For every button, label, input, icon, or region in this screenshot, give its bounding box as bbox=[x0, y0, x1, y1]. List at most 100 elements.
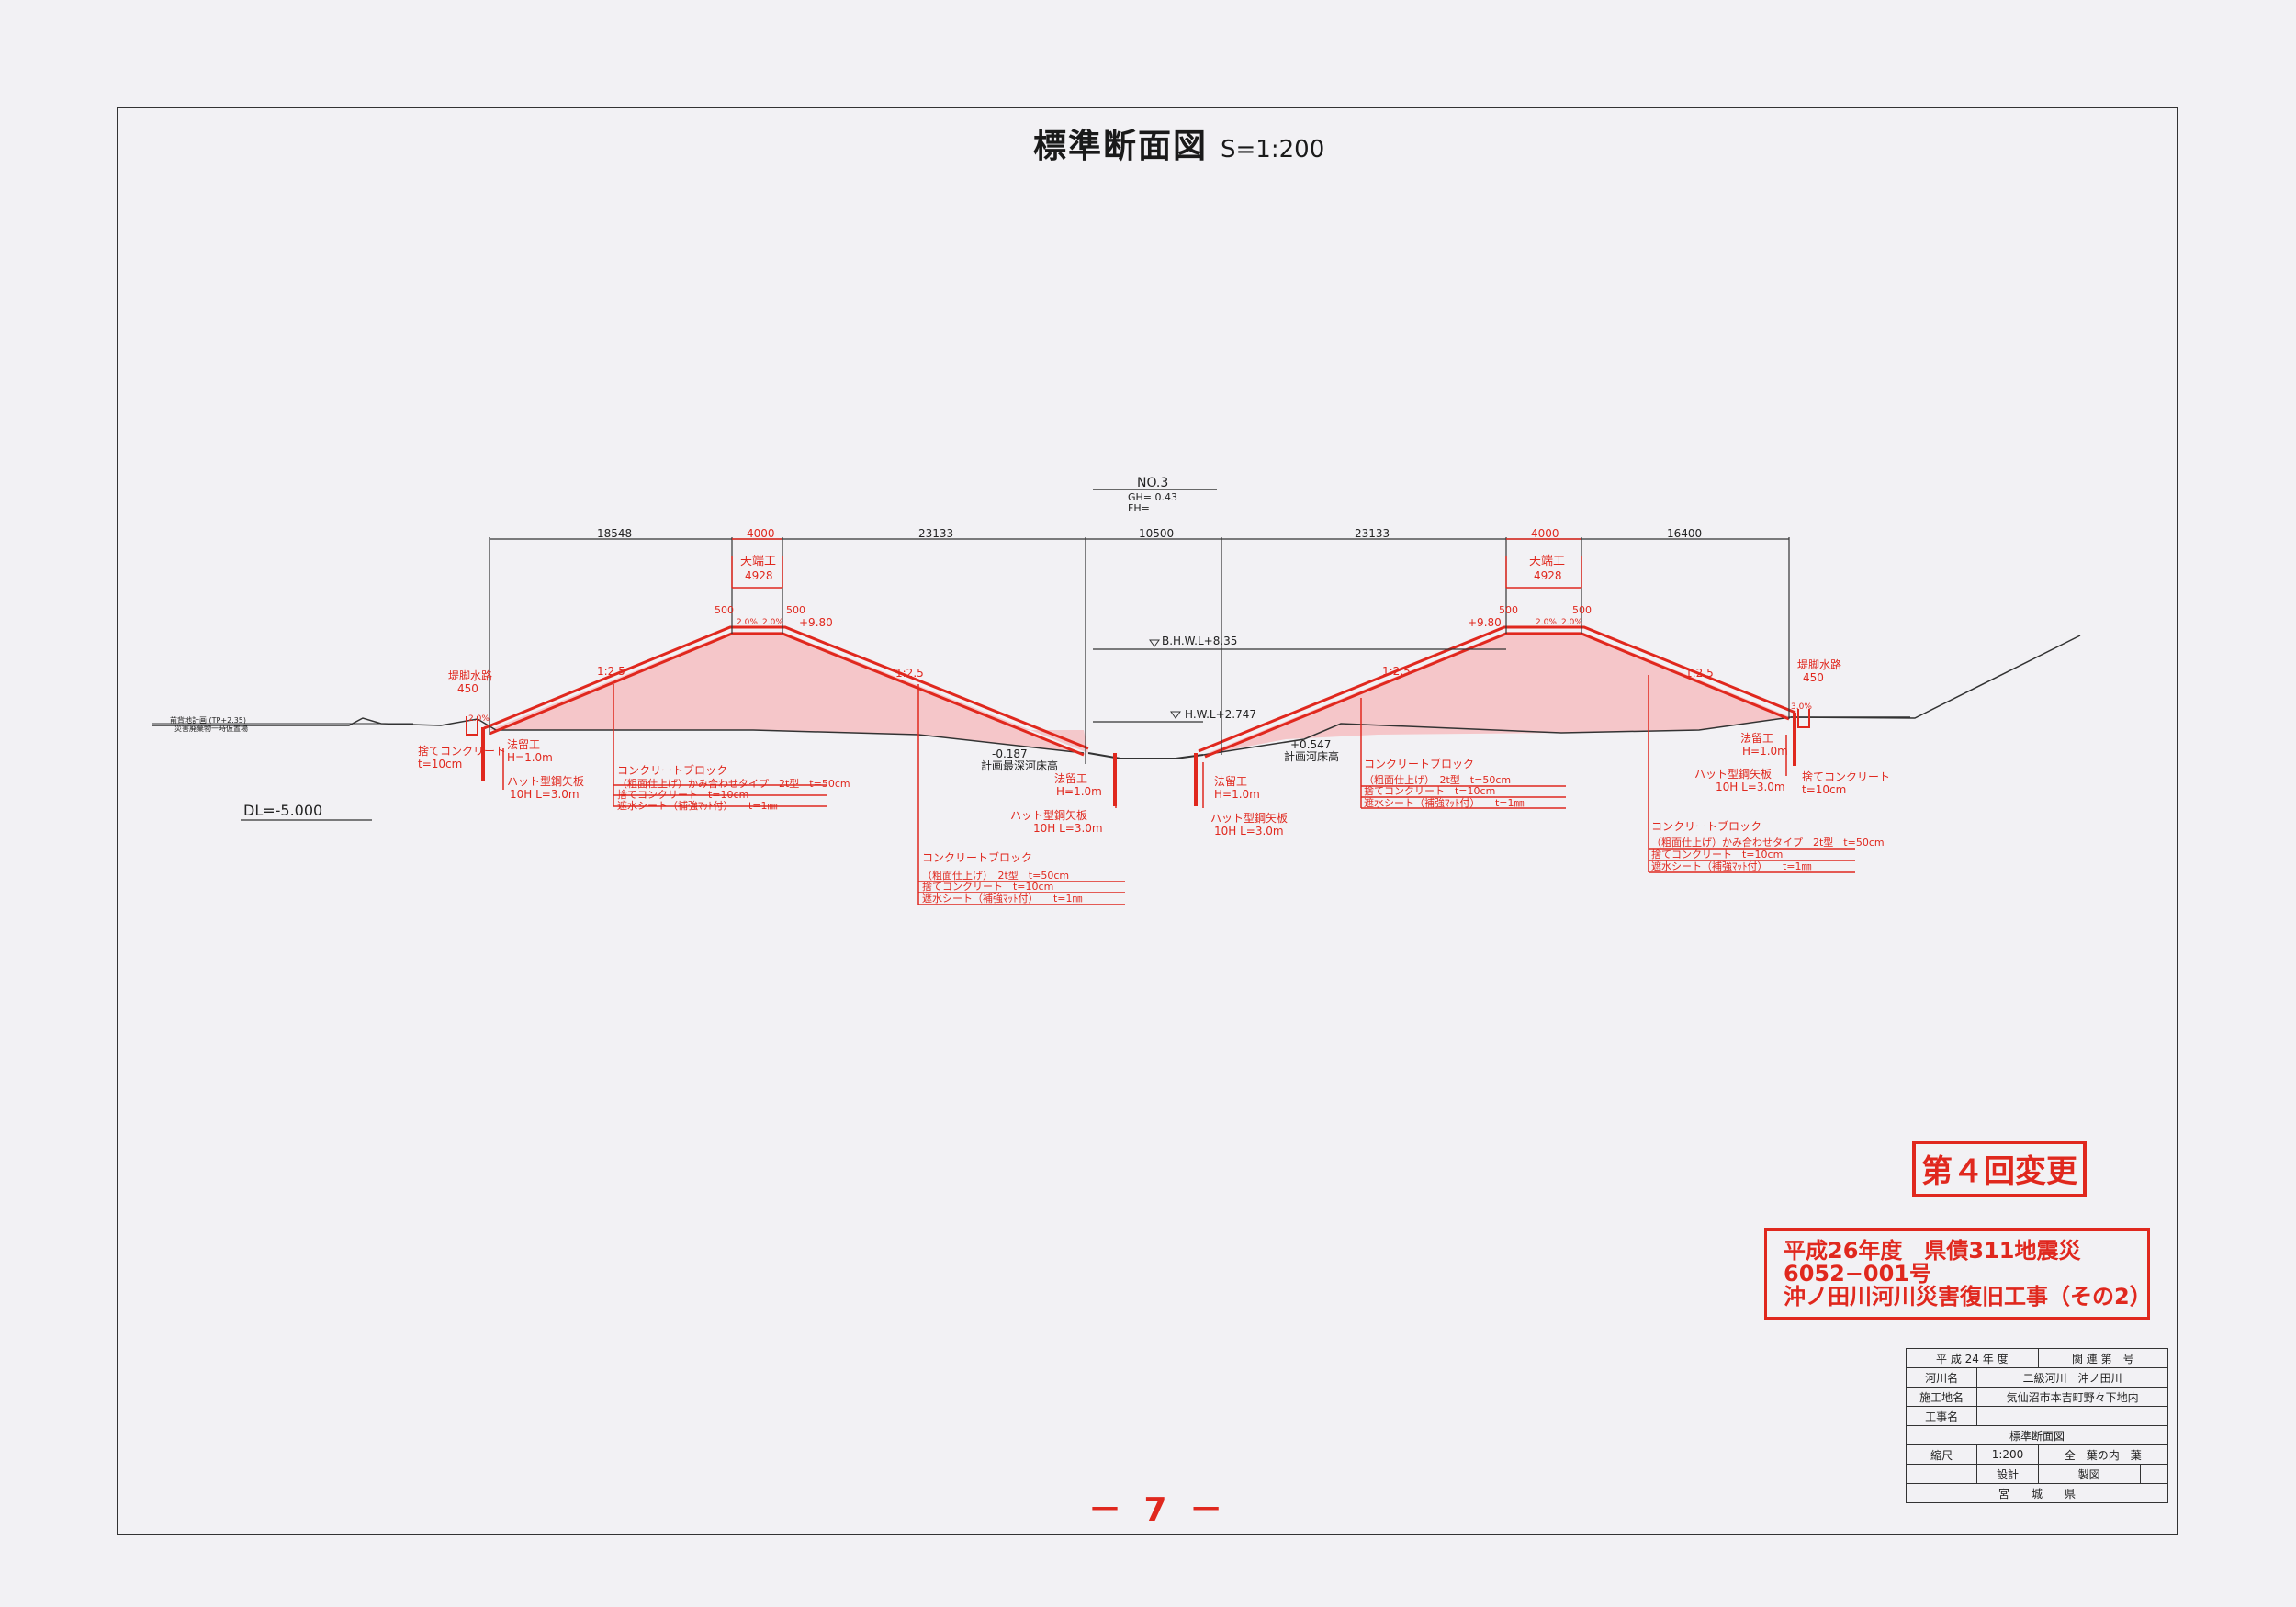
existing-ground-left bbox=[152, 717, 1085, 754]
drawing-frame bbox=[117, 107, 2178, 1535]
gh-label: GH= 0.43 bbox=[1128, 491, 1177, 503]
left-sheet-label: ハット型鋼矢板 bbox=[507, 775, 584, 788]
right-crest-side-b: 500 bbox=[1572, 604, 1592, 616]
left-inner-sheet: ハット型鋼矢板 bbox=[1010, 809, 1087, 822]
right-crest-grade-a: 2.0% bbox=[1536, 618, 1557, 627]
tb-prefecture: 宮 城 県 bbox=[1906, 1483, 2168, 1503]
dim-5: 23133 bbox=[1355, 527, 1390, 540]
scale-text: S=1:200 bbox=[1221, 136, 1325, 163]
left-crest-width: 4928 bbox=[745, 569, 773, 582]
tb-work-label: 工事名 bbox=[1905, 1406, 1978, 1426]
center-block-l1: コンクリートブロック bbox=[922, 850, 1032, 864]
left-crest-side-a: 500 bbox=[715, 604, 734, 616]
right-outer-sheet-pile bbox=[1793, 713, 1796, 766]
left-drain-label: 堤脚水路 bbox=[448, 669, 492, 682]
left-block-l1: コンクリートブロック bbox=[617, 763, 727, 777]
right-crest-label: 天端工 bbox=[1529, 555, 1565, 568]
center-block-l4: 遮水シート（補強ﾏｯﾄ付） t=1㎜ bbox=[922, 892, 1083, 905]
revision-stamp: 第４回変更 bbox=[1912, 1141, 2087, 1197]
channel-bed bbox=[1087, 752, 1204, 759]
dim-3: 23133 bbox=[918, 527, 953, 540]
right-outer-sute: 捨てコンクリート bbox=[1802, 770, 1890, 783]
right-drain-size: 450 bbox=[1803, 671, 1824, 684]
right-drain bbox=[1797, 709, 1810, 728]
right-crest-width: 4928 bbox=[1534, 569, 1562, 582]
title-text: 標準断面図 bbox=[1033, 128, 1209, 165]
center-block-l2: （粗面仕上げ） 2t型 t=50cm bbox=[922, 869, 1069, 882]
right-crest-side-a: 500 bbox=[1499, 604, 1518, 616]
dim-4: 10500 bbox=[1139, 527, 1174, 540]
right-inner-sheet-spec: 10H L=3.0m bbox=[1214, 825, 1284, 837]
project-line-3: 沖ノ田川河川災害復旧工事（その2） bbox=[1784, 1284, 2152, 1309]
right-levee-armor bbox=[1198, 625, 1796, 759]
dim-1: 18548 bbox=[597, 527, 632, 540]
page-number: － 7 － bbox=[1088, 1491, 1229, 1529]
tb-site-value: 気仙沼市本吉町野々下地内 bbox=[1976, 1387, 2168, 1407]
dim-7: 16400 bbox=[1667, 527, 1702, 540]
left-sute-label: 捨てコンクリート bbox=[418, 744, 506, 758]
right-inner-toe: 法留工 bbox=[1214, 775, 1247, 788]
left-drain bbox=[466, 716, 478, 736]
dim-6: 4000 bbox=[1531, 527, 1559, 540]
tb-river-label: 河川名 bbox=[1905, 1367, 1978, 1388]
bhwl-marker-icon bbox=[1149, 639, 1160, 647]
right-outer-sute-t: t=10cm bbox=[1802, 783, 1846, 796]
left-inner-sheet-spec: 10H L=3.0m bbox=[1033, 822, 1103, 835]
left-drain-grade: 2.0% bbox=[468, 714, 490, 724]
hwl-marker-icon bbox=[1170, 711, 1181, 719]
right-outer-toe: 法留工 bbox=[1740, 732, 1773, 745]
datum-label: DL=-5.000 bbox=[243, 802, 322, 819]
drawing-title: 標準断面図 S=1:200 bbox=[1033, 119, 1324, 167]
tb-drawing-name: 標準断面図 bbox=[1906, 1425, 2168, 1445]
right-block-inner-l3: 捨てコンクリート t=10cm bbox=[1364, 784, 1495, 797]
left-outer-sheet-pile bbox=[481, 727, 485, 781]
left-sute-thickness: t=10cm bbox=[418, 758, 462, 770]
slope-1: 1:2.5 bbox=[597, 665, 625, 678]
tb-scale-label: 縮尺 bbox=[1905, 1444, 1978, 1465]
tb-site-label: 施工地名 bbox=[1905, 1387, 1978, 1407]
bed-label: 計画河床高 bbox=[1284, 749, 1339, 763]
tb-drafting: 製図 bbox=[2037, 1464, 2141, 1484]
left-crest-label: 天端工 bbox=[740, 555, 776, 568]
bed-level: +0.547 bbox=[1290, 738, 1331, 751]
tb-related: 関 連 第 号 bbox=[2037, 1348, 2169, 1368]
project-line-1: 平成26年度 県債311地震災 bbox=[1784, 1238, 2081, 1264]
right-natural-slope bbox=[1790, 635, 2081, 719]
right-block-outer-l4: 遮水シート（補強ﾏｯﾄ付） t=1㎜ bbox=[1651, 860, 1812, 872]
right-block-outer-l1: コンクリートブロック bbox=[1651, 819, 1761, 833]
dim-2: 4000 bbox=[747, 527, 775, 540]
right-levee-body bbox=[1203, 632, 1791, 755]
tb-blank bbox=[1905, 1464, 1978, 1484]
right-outer-toe-h: H=1.0m bbox=[1742, 745, 1788, 758]
tb-work-value bbox=[1976, 1406, 2168, 1426]
right-drain-grade: 3.0% bbox=[1791, 702, 1812, 712]
right-inner-toe-h: H=1.0m bbox=[1214, 788, 1260, 801]
left-block-l2: （粗面仕上げ）かみ合わせタイプ 2t型 t=50cm bbox=[617, 777, 850, 790]
right-block-inner-l2: （粗面仕上げ） 2t型 t=50cm bbox=[1364, 773, 1511, 786]
left-block-l4: 遮水シート（補強ﾏｯﾄ付） t=1㎜ bbox=[617, 799, 778, 812]
station-label: NO.3 bbox=[1137, 476, 1168, 490]
right-drain-label: 堤脚水路 bbox=[1797, 657, 1841, 671]
left-crest-level: +9.80 bbox=[799, 616, 833, 629]
tb-river-value: 二級河川 沖ノ田川 bbox=[1976, 1367, 2168, 1388]
right-outer-sheet-spec: 10H L=3.0m bbox=[1716, 781, 1785, 793]
right-crest-level: +9.80 bbox=[1468, 616, 1502, 629]
left-toe-height: H=1.0m bbox=[507, 751, 553, 764]
tb-year: 平 成 24 年 度 bbox=[1906, 1348, 2039, 1368]
right-inner-sheet-pile bbox=[1194, 753, 1198, 806]
tb-design: 設計 bbox=[1976, 1464, 2039, 1484]
right-block-inner-l1: コンクリートブロック bbox=[1364, 757, 1474, 770]
left-crest-side-b: 500 bbox=[786, 604, 805, 616]
ground-note-1: 前背地計画 (TP+2.35) bbox=[170, 715, 246, 725]
fh-label: FH= bbox=[1128, 502, 1150, 514]
left-inner-toe-h: H=1.0m bbox=[1056, 785, 1102, 798]
left-inner-sheet-pile bbox=[1113, 753, 1117, 806]
tb-blank-2 bbox=[2139, 1464, 2169, 1484]
leader-lines bbox=[502, 675, 1855, 905]
crest-dimension-lines bbox=[731, 538, 1582, 589]
left-block-l3: 捨てコンクリート t=10cm bbox=[617, 788, 748, 801]
left-levee-armor bbox=[483, 625, 1089, 757]
right-block-outer-l2: （粗面仕上げ）かみ合わせタイプ 2t型 t=50cm bbox=[1651, 836, 1885, 848]
hwl-label: H.W.L+2.747 bbox=[1185, 708, 1256, 721]
